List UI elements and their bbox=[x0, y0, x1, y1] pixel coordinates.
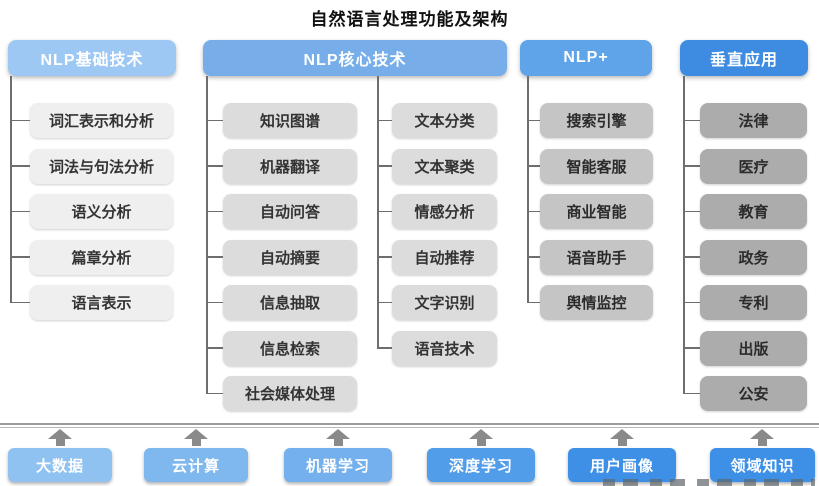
core-item-box: 自动摘要 bbox=[206, 239, 357, 275]
nlp-plus-item-box: 智能客服 bbox=[527, 148, 653, 184]
foundation-row: 大数据云计算 机器学习 深度学习用户画像领域知识 bbox=[0, 448, 819, 482]
diagram-title: 自然语言处理功能及架构 bbox=[310, 10, 509, 29]
core-item-box: 语音技术 bbox=[377, 330, 497, 366]
foundation-box: 深度学习 bbox=[427, 448, 535, 482]
group-nlp-core-right: 文本分类文本聚类情感分析自动推荐文字识别语音技术 bbox=[377, 103, 497, 366]
connector-line bbox=[683, 76, 685, 393]
nlp-plus-item-box: 舆情监控 bbox=[527, 285, 653, 320]
nlp-plus-item-box: 语音助手 bbox=[527, 239, 653, 275]
watermark-fragment bbox=[603, 479, 815, 486]
separator-line bbox=[0, 426, 819, 428]
up-arrow-icon bbox=[469, 429, 493, 446]
core-item-box: 自动推荐 bbox=[377, 239, 497, 275]
up-arrow-icon bbox=[326, 429, 350, 446]
vertical-app-box: 专利 bbox=[683, 285, 807, 320]
foundation-box: 机器学习 bbox=[284, 448, 392, 482]
vertical-app-box: 政务 bbox=[683, 239, 807, 275]
basic-item-box: 词汇表示和分析 bbox=[10, 103, 173, 138]
vertical-app-box: 法律 bbox=[683, 103, 807, 138]
connector-line bbox=[527, 76, 529, 302]
vertical-app-box: 出版 bbox=[683, 330, 807, 366]
up-arrow-icon bbox=[184, 429, 208, 446]
core-item-box: 文字识别 bbox=[377, 285, 497, 320]
up-arrow-icon bbox=[610, 429, 634, 446]
core-item-box: 机器翻译 bbox=[206, 148, 357, 184]
core-item-box: 文本分类 bbox=[377, 103, 497, 138]
header-nlp-plus: NLP+ bbox=[520, 40, 652, 76]
vertical-app-box: 教育 bbox=[683, 194, 807, 229]
core-item-box: 情感分析 bbox=[377, 194, 497, 229]
connector-line bbox=[377, 76, 379, 348]
group-vertical-apps: 法律医疗教育政务专利出版公安 bbox=[683, 103, 807, 411]
connector-line bbox=[206, 76, 208, 393]
vertical-app-box: 医疗 bbox=[683, 148, 807, 184]
vertical-app-box: 公安 bbox=[683, 376, 807, 411]
group-nlp-basic: 词汇表示和分析词法与句法分析语义分析篇章分析语言表示 bbox=[10, 103, 173, 320]
core-item-box: 知识图谱 bbox=[206, 103, 357, 138]
core-item-box: 文本聚类 bbox=[377, 148, 497, 184]
group-nlp-plus: 搜索引擎智能客服商业智能语音助手舆情监控 bbox=[527, 103, 653, 320]
basic-item-box: 篇章分析 bbox=[10, 239, 173, 275]
connector-line bbox=[10, 76, 12, 302]
group-nlp-core-left: 知识图谱机器翻译自动问答自动摘要信息抽取信息检索社会媒体处理 bbox=[206, 103, 357, 411]
basic-item-box: 词法与句法分析 bbox=[10, 148, 173, 184]
up-arrow-icon bbox=[750, 429, 774, 446]
core-item-box: 自动问答 bbox=[206, 194, 357, 229]
basic-item-box: 语言表示 bbox=[10, 285, 173, 320]
core-item-box: 信息抽取 bbox=[206, 285, 357, 320]
foundation-box: 领域知识 bbox=[710, 448, 815, 482]
separator-line bbox=[0, 423, 819, 425]
foundation-box: 大数据 bbox=[8, 448, 112, 482]
foundation-box: 云计算 bbox=[144, 448, 248, 482]
nlp-plus-item-box: 搜索引擎 bbox=[527, 103, 653, 138]
core-item-box: 社会媒体处理 bbox=[206, 376, 357, 411]
core-item-box: 信息检索 bbox=[206, 330, 357, 366]
basic-item-box: 语义分析 bbox=[10, 194, 173, 229]
header-vertical-apps: 垂直应用 bbox=[680, 40, 808, 76]
foundation-box: 用户画像 bbox=[568, 448, 676, 482]
nlp-plus-item-box: 商业智能 bbox=[527, 194, 653, 229]
header-nlp-core: NLP核心技术 bbox=[203, 40, 507, 76]
header-nlp-basic: NLP基础技术 bbox=[8, 40, 176, 76]
up-arrow-icon bbox=[48, 429, 72, 446]
